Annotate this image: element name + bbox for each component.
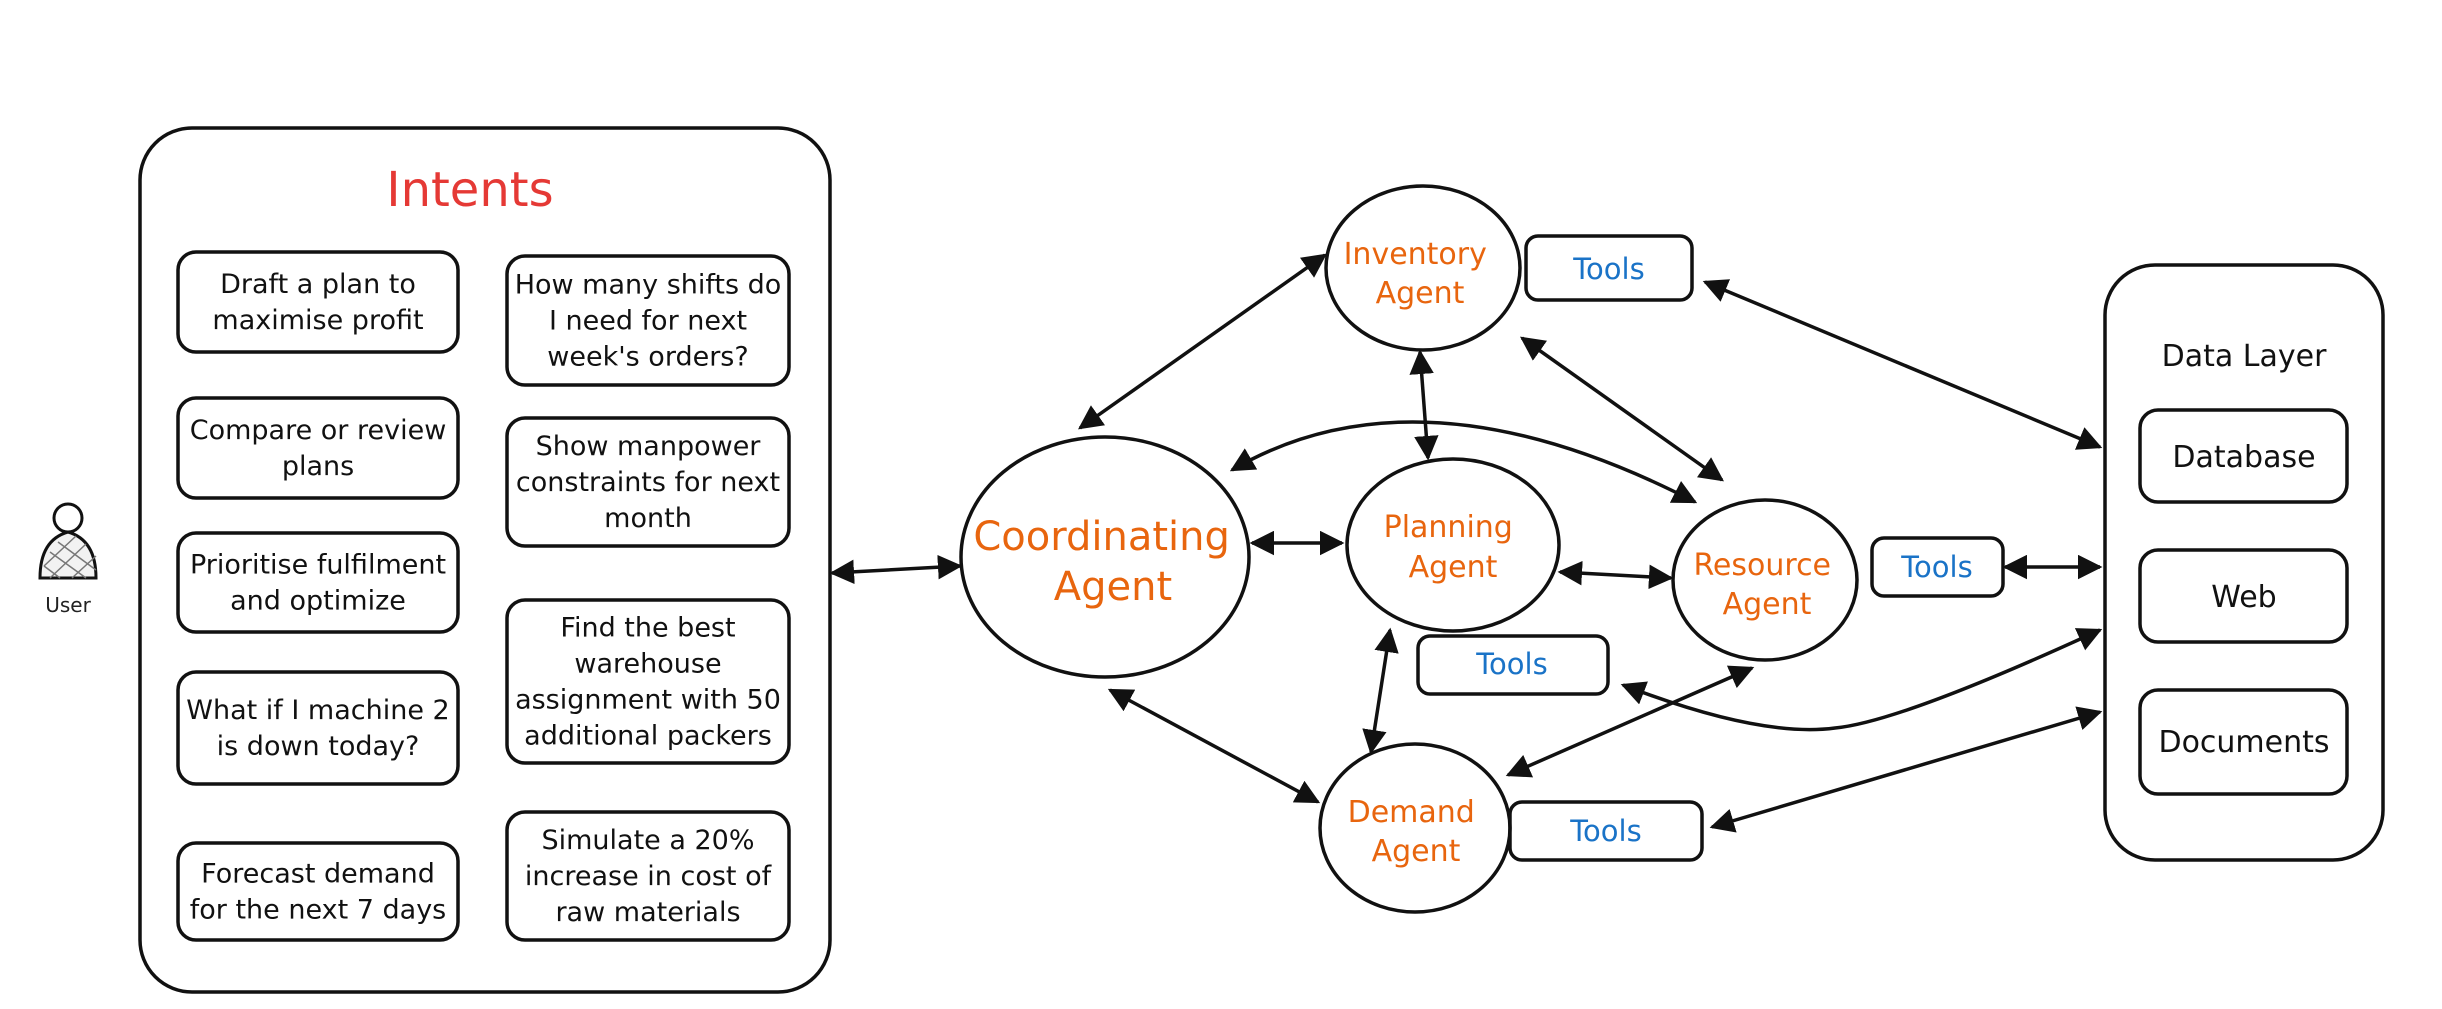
resource-tools-label: Tools xyxy=(1900,550,1972,584)
planning-tools-data-arrow xyxy=(1620,628,2103,732)
inventory-tools-data-arrow xyxy=(1702,279,2103,450)
coordinating-resource-arrow xyxy=(1229,420,1698,504)
inventory-agent-label: Inventory Agent xyxy=(1344,237,1497,311)
intent-box xyxy=(505,416,791,548)
intent-box xyxy=(505,254,791,387)
intent-box xyxy=(505,810,791,942)
demand-tools-data-arrow xyxy=(1709,706,2103,833)
intent-box xyxy=(176,396,460,500)
intent-box xyxy=(176,250,460,354)
planning-agent-label: Planning Agent xyxy=(1384,510,1523,585)
coordinating-inventory-arrow xyxy=(1077,253,1328,430)
data-layer-panel xyxy=(2103,263,2385,862)
user-label: User xyxy=(45,593,91,617)
intents-coordinating-arrow xyxy=(829,554,963,585)
intent-box xyxy=(176,841,460,942)
documents-label: Documents xyxy=(2158,725,2329,760)
web-box xyxy=(2138,548,2349,644)
documents-box xyxy=(2138,688,2349,796)
inventory-planning-arrow xyxy=(1409,349,1439,461)
intent-box xyxy=(505,598,791,765)
planning-demand-arrow xyxy=(1362,627,1399,755)
demand-agent-label: Demand Agent xyxy=(1348,795,1485,869)
coordinating-agent-label: Coordinating Agent xyxy=(973,514,1242,610)
inventory-tools-label: Tools xyxy=(1572,252,1644,286)
user-icon xyxy=(38,502,98,580)
database-box xyxy=(2138,408,2349,504)
inventory-tools-box xyxy=(1524,234,1694,302)
intent-box xyxy=(176,531,460,634)
planning-agent-node xyxy=(1345,457,1561,633)
demand-tools-box xyxy=(1508,800,1704,862)
inventory-resource-arrow xyxy=(1520,336,1724,482)
data-layer-title: Data Layer xyxy=(2162,339,2327,374)
coordinating-demand-arrow xyxy=(1107,688,1321,804)
planning-resource-arrow xyxy=(1557,560,1674,590)
demand-tools-label: Tools xyxy=(1569,814,1641,848)
resource-demand-arrow xyxy=(1505,665,1755,778)
intent-box xyxy=(176,670,460,786)
intents-title: Intents xyxy=(386,162,553,218)
planning-tools-label: Tools xyxy=(1475,647,1547,681)
web-label: Web xyxy=(2211,580,2276,615)
resource-agent-label: Resource Agent xyxy=(1693,548,1840,622)
database-label: Database xyxy=(2172,440,2315,475)
connector-arrows xyxy=(829,253,2103,833)
